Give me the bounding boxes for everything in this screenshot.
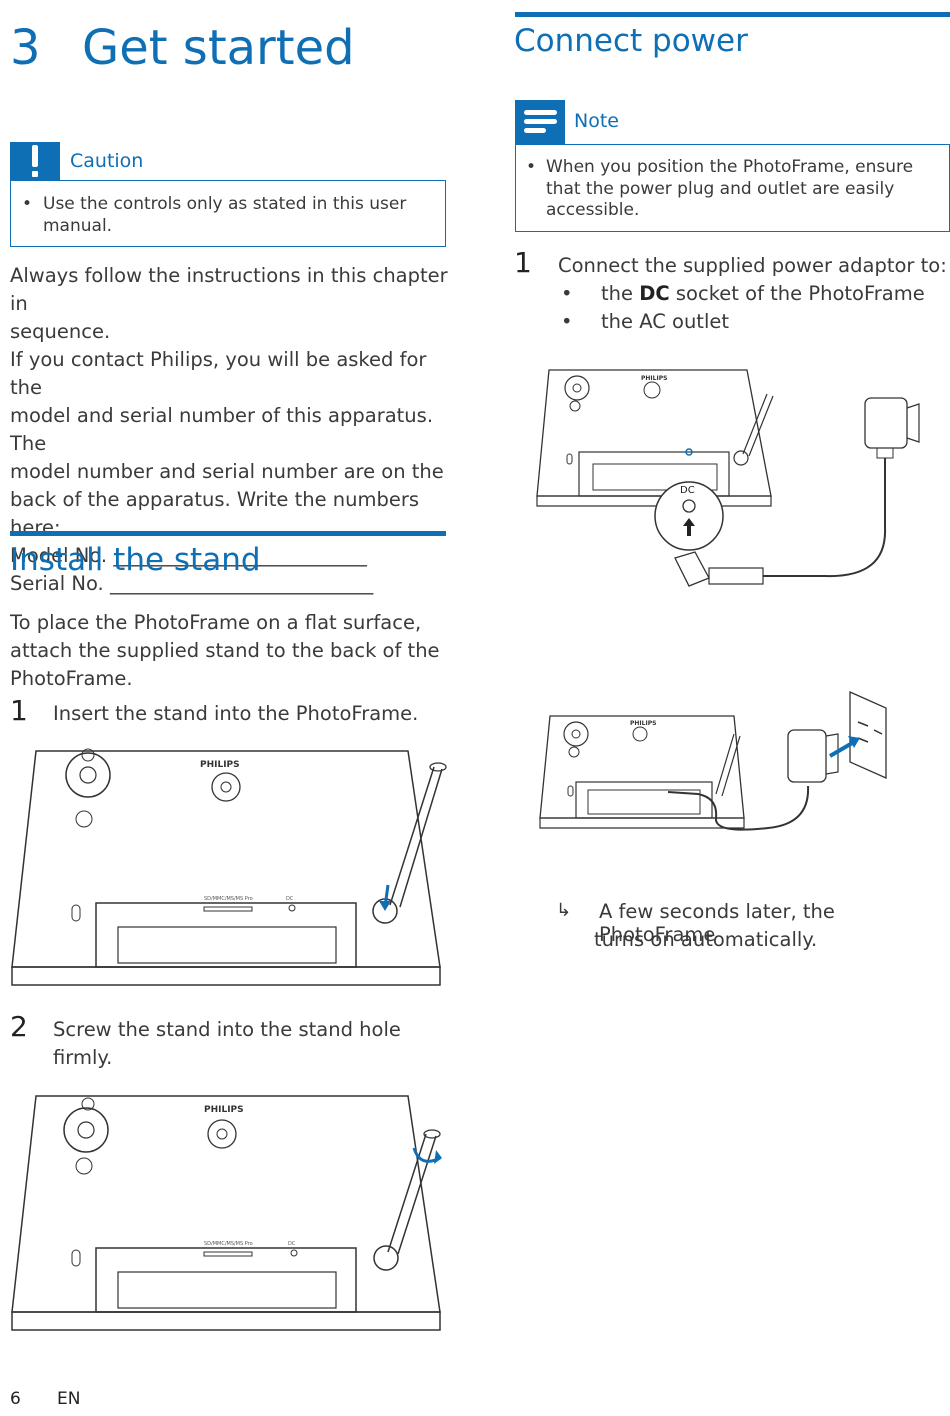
section-rule: [515, 12, 950, 17]
serial-number-line: Serial No. ___________________________: [10, 572, 374, 595]
step-number: 1: [10, 694, 28, 727]
step-number: 1: [514, 246, 532, 279]
brand-label: PHILIPS: [641, 375, 667, 382]
install-stand-intro: To place the PhotoFrame on a flat surfac…: [10, 609, 450, 693]
sub-item-post: socket of the PhotoFrame: [669, 282, 925, 305]
chapter-number: 3: [10, 20, 41, 76]
card-slot-label: SD/MMC/MS/MS Pro: [204, 1241, 253, 1247]
install-intro-line: PhotoFrame.: [10, 667, 133, 690]
caution-bullet: •: [22, 194, 33, 214]
section-rule: [10, 531, 446, 536]
dc-socket-label: DC: [286, 896, 294, 902]
brand-label: PHILIPS: [204, 1105, 244, 1115]
dc-socket-zoom: [654, 481, 724, 551]
plug-in-arrow: [828, 740, 856, 758]
result-text-line1: A few seconds later, the PhotoFrame: [599, 900, 835, 946]
intro-line: model number and serial number are on th…: [10, 460, 444, 483]
sub-bullet: •: [561, 310, 573, 333]
intro-line: Always follow the instructions in this c…: [10, 264, 448, 315]
caution-box: [10, 180, 446, 247]
frame-back-illustration-insert: PHILIPS SD/MMC/MS/MS Pro DC: [11, 748, 447, 986]
ac-outlet-illustration: PHILIPS: [539, 690, 887, 831]
card-slot-label: SD/MMC/MS/MS Pro: [204, 896, 253, 902]
caution-tab: [10, 142, 60, 180]
dc-bold: DC: [639, 282, 670, 305]
result-arrow-icon: ↳: [556, 900, 572, 921]
model-number-line: Model No. __________________________: [10, 544, 367, 567]
caution-text-line1: Use the controls only as stated in this …: [43, 194, 407, 214]
sub-bullet: •: [561, 282, 573, 305]
note-text-line3: accessible.: [546, 200, 640, 220]
install-intro-line: attach the supplied stand to the back of…: [10, 639, 440, 662]
power-adaptor: [864, 397, 908, 449]
note-text-line1: When you position the PhotoFrame, ensure: [546, 157, 914, 177]
page-number: 6: [10, 1389, 21, 1409]
step-text: Insert the stand into the PhotoFrame.: [53, 702, 419, 725]
note-icon: [524, 110, 557, 133]
dc-socket-label: DC: [288, 1241, 296, 1247]
intro-line: sequence.: [10, 320, 111, 343]
step-number: 2: [10, 1010, 28, 1043]
note-bullet: •: [526, 157, 537, 177]
result-text-line2: turns on automatically.: [594, 928, 818, 951]
language-code: EN: [57, 1389, 81, 1409]
caution-text-line2: manual.: [43, 216, 113, 236]
frame-back-illustration-screw: PHILIPS SD/MMC/MS/MS Pro DC: [11, 1095, 442, 1331]
brand-label: PHILIPS: [200, 760, 240, 770]
note-tab: [515, 100, 565, 144]
intro-line: If you contact Philips, you will be aske…: [10, 348, 427, 399]
note-label: Note: [574, 110, 619, 132]
sub-item-ac-outlet: the AC outlet: [601, 310, 730, 333]
exclamation-icon: [32, 145, 38, 177]
dc-connection-illustration: PHILIPS DC: [536, 369, 920, 587]
power-adaptor: [787, 729, 827, 783]
install-stand-title: Install the stand: [10, 542, 261, 578]
note-text-line2: that the power plug and outlet are easil…: [546, 179, 895, 199]
sub-item-dc-socket: the DC socket of the PhotoFrame: [601, 282, 925, 305]
sub-item-pre: the: [601, 282, 640, 305]
install-intro-line: To place the PhotoFrame on a flat surfac…: [10, 611, 422, 634]
step-text: Connect the supplied power adaptor to:: [558, 254, 947, 277]
caution-label: Caution: [70, 150, 144, 172]
chapter-title: Get started: [82, 20, 355, 76]
wall-socket: [849, 690, 887, 780]
intro-text: Always follow the instructions in this c…: [10, 262, 450, 598]
brand-label: PHILIPS: [630, 720, 656, 727]
step-text-line2: firmly.: [53, 1046, 113, 1069]
dc-zoom-label: DC: [680, 485, 695, 496]
step-text-line1: Screw the stand into the stand hole: [53, 1018, 401, 1041]
intro-line: model and serial number of this apparatu…: [10, 404, 434, 455]
connect-power-title: Connect power: [514, 23, 748, 59]
